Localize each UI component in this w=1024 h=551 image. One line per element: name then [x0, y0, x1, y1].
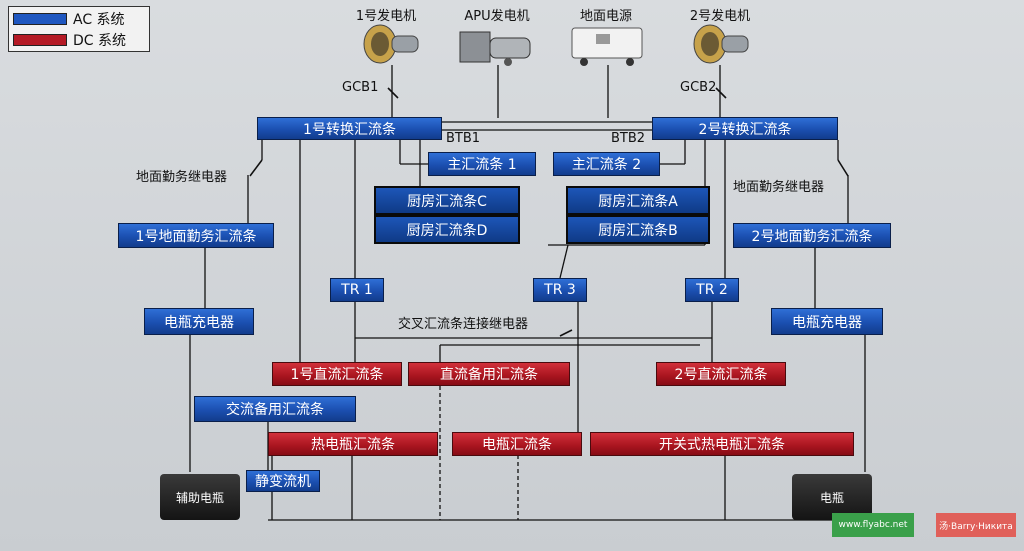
main-battery-label: 电瓶 [819, 490, 844, 505]
legend-ac: AC 系统 [13, 10, 125, 28]
gcb1-label: GCB1 [342, 80, 379, 95]
battery-bus: 电瓶汇流条 [452, 432, 582, 456]
galley-bus-a: 厨房汇流条A [566, 186, 710, 215]
ground-power-unit-icon [571, 27, 643, 66]
switched-hot-battery-bus: 开关式热电瓶汇流条 [590, 432, 854, 456]
ground-service-relay-left-label: 地面勤务继电器 [136, 170, 228, 185]
legend-dc: DC 系统 [13, 31, 126, 49]
relay-contact-right [837, 159, 849, 177]
site-watermark: www.flyabc.net [832, 513, 914, 537]
main-battery: 电瓶 [792, 474, 872, 520]
hot-battery-bus: 热电瓶汇流条 [268, 432, 438, 456]
ac-standby-bus: 交流备用汇流条 [194, 396, 356, 422]
battery-charger-right: 电瓶充电器 [771, 308, 883, 335]
btb2-label: BTB2 [611, 131, 646, 146]
ground-service-bus-2: 2号地面勤务汇流条 [733, 223, 891, 248]
gcb2-label: GCB2 [680, 80, 717, 95]
transfer-bus-1: 1号转换汇流条 [257, 117, 442, 140]
tr2-box: TR 2 [685, 278, 739, 302]
site-watermark-text: www.flyabc.net [838, 520, 908, 530]
transfer-bus-2: 2号转换汇流条 [652, 117, 838, 140]
legend-ac-label: AC 系统 [73, 12, 125, 28]
legend-dc-label: DC 系统 [73, 33, 127, 49]
gen2-label: 2号发电机 [689, 9, 751, 24]
ground-service-relay-right-label: 地面勤务继电器 [733, 180, 825, 195]
aux-battery-label: 辅助电瓶 [175, 490, 224, 505]
apu-label: APU发电机 [464, 9, 530, 24]
galley-bus-b: 厨房汇流条B [566, 215, 710, 244]
main-bus-2: 主汇流条 2 [553, 152, 660, 176]
static-inverter: 静变流机 [246, 470, 320, 492]
dc-bus-2: 2号直流汇流条 [656, 362, 786, 386]
ground-service-bus-1: 1号地面勤务汇流条 [118, 223, 274, 248]
galley-bus-d: 厨房汇流条D [374, 215, 520, 244]
main-bus-1: 主汇流条 1 [428, 152, 536, 176]
gcb2-contact [715, 87, 727, 99]
gen2-engine-icon [693, 24, 749, 64]
ground-power-label: 地面电源 [579, 9, 632, 24]
gcb1-contact [387, 87, 399, 99]
tr3-box: TR 3 [533, 278, 587, 302]
tr1-box: TR 1 [330, 278, 384, 302]
gen1-engine-icon [363, 24, 419, 64]
cross-bus-relay-label: 交叉汇流条连接继电器 [398, 317, 529, 332]
relay-contact-cross [559, 329, 573, 337]
legend-dc-swatch [13, 34, 67, 46]
author-watermark-text: 汤·Barry·Никита [939, 521, 1013, 532]
dc-standby-bus: 直流备用汇流条 [408, 362, 570, 386]
apu-icon [459, 31, 531, 66]
legend-ac-swatch [13, 13, 67, 25]
legend: AC 系统 DC 系统 [8, 6, 150, 52]
gen1-label: 1号发电机 [355, 9, 417, 24]
dc-bus-1: 1号直流汇流条 [272, 362, 402, 386]
btb1-label: BTB1 [446, 131, 481, 146]
relay-contact-left [249, 159, 263, 177]
author-watermark: 汤·Barry·Никита [936, 513, 1016, 537]
aux-battery: 辅助电瓶 [160, 474, 240, 520]
wire-tr3-feed [559, 244, 569, 279]
battery-charger-left: 电瓶充电器 [144, 308, 254, 335]
galley-bus-c: 厨房汇流条C [374, 186, 520, 215]
